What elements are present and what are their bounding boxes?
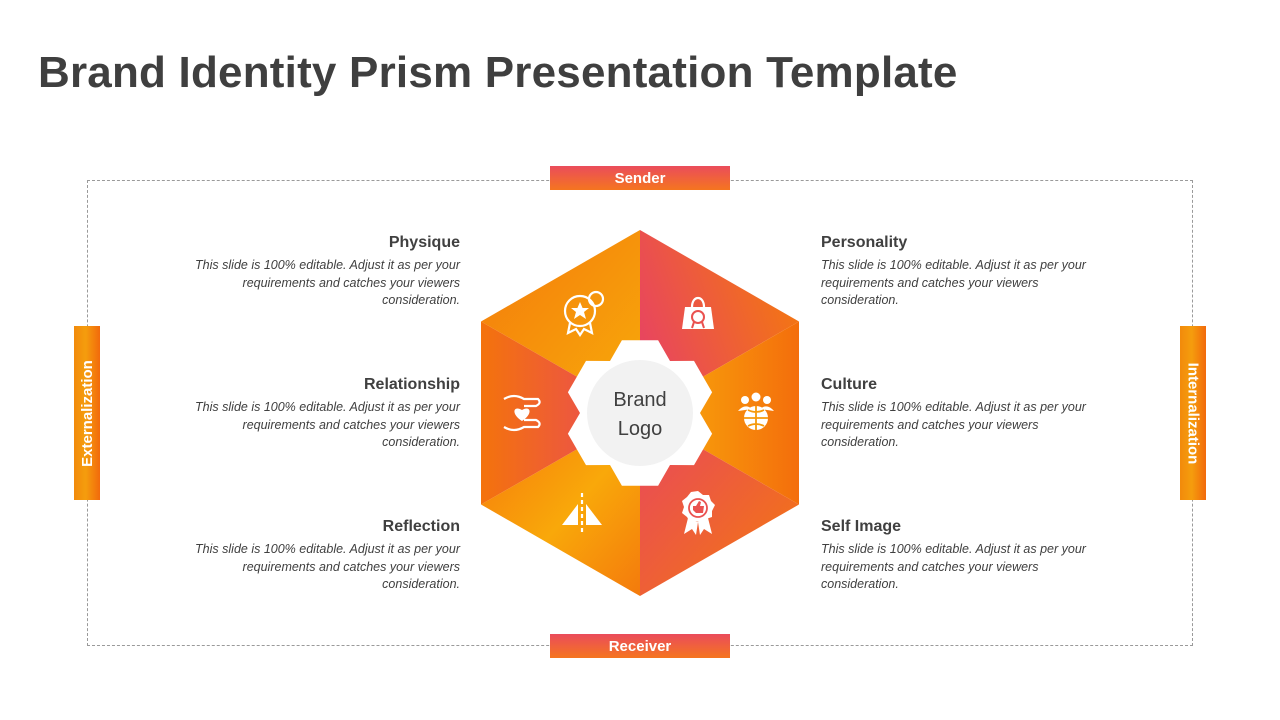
thumbs-up-badge-icon xyxy=(682,491,715,535)
item-relationship: Relationship This slide is 100% editable… xyxy=(170,376,460,452)
center-logo-line1: Brand xyxy=(613,389,666,411)
segment-relationship xyxy=(481,321,640,505)
mirror-icon xyxy=(562,493,602,535)
segment-culture xyxy=(640,321,799,505)
item-description: This slide is 100% editable. Adjust it a… xyxy=(821,258,1086,307)
center-logo-line2: Logo xyxy=(618,418,663,440)
hands-heart-icon xyxy=(503,394,541,432)
item-reflection: Reflection This slide is 100% editable. … xyxy=(170,518,460,594)
item-description: This slide is 100% editable. Adjust it a… xyxy=(195,542,460,591)
item-description: This slide is 100% editable. Adjust it a… xyxy=(195,258,460,307)
item-title: Physique xyxy=(388,234,460,251)
center-circle xyxy=(587,360,693,466)
item-culture: Culture This slide is 100% editable. Adj… xyxy=(821,376,1111,452)
item-title: Culture xyxy=(821,376,877,393)
item-personality: Personality This slide is 100% editable.… xyxy=(821,234,1111,310)
people-globe-icon xyxy=(738,392,774,430)
item-description: This slide is 100% editable. Adjust it a… xyxy=(821,542,1086,591)
item-physique: Physique This slide is 100% editable. Ad… xyxy=(170,234,460,310)
item-description: This slide is 100% editable. Adjust it a… xyxy=(821,400,1086,449)
item-description: This slide is 100% editable. Adjust it a… xyxy=(195,400,460,449)
item-title: Relationship xyxy=(363,376,460,393)
sender-label: Sender xyxy=(550,166,730,190)
item-title: Self Image xyxy=(821,518,902,535)
externalization-label: Externalization xyxy=(74,326,100,500)
item-title: Reflection xyxy=(382,518,460,535)
item-title: Personality xyxy=(821,234,908,251)
badge-star-icon xyxy=(563,290,605,337)
receiver-label: Receiver xyxy=(550,634,730,658)
shopping-bag-award-icon xyxy=(682,296,714,329)
page-title: Brand Identity Prism Presentation Templa… xyxy=(38,48,958,97)
internalization-label: Internalization xyxy=(1180,326,1206,500)
item-self-image: Self Image This slide is 100% editable. … xyxy=(821,518,1111,594)
